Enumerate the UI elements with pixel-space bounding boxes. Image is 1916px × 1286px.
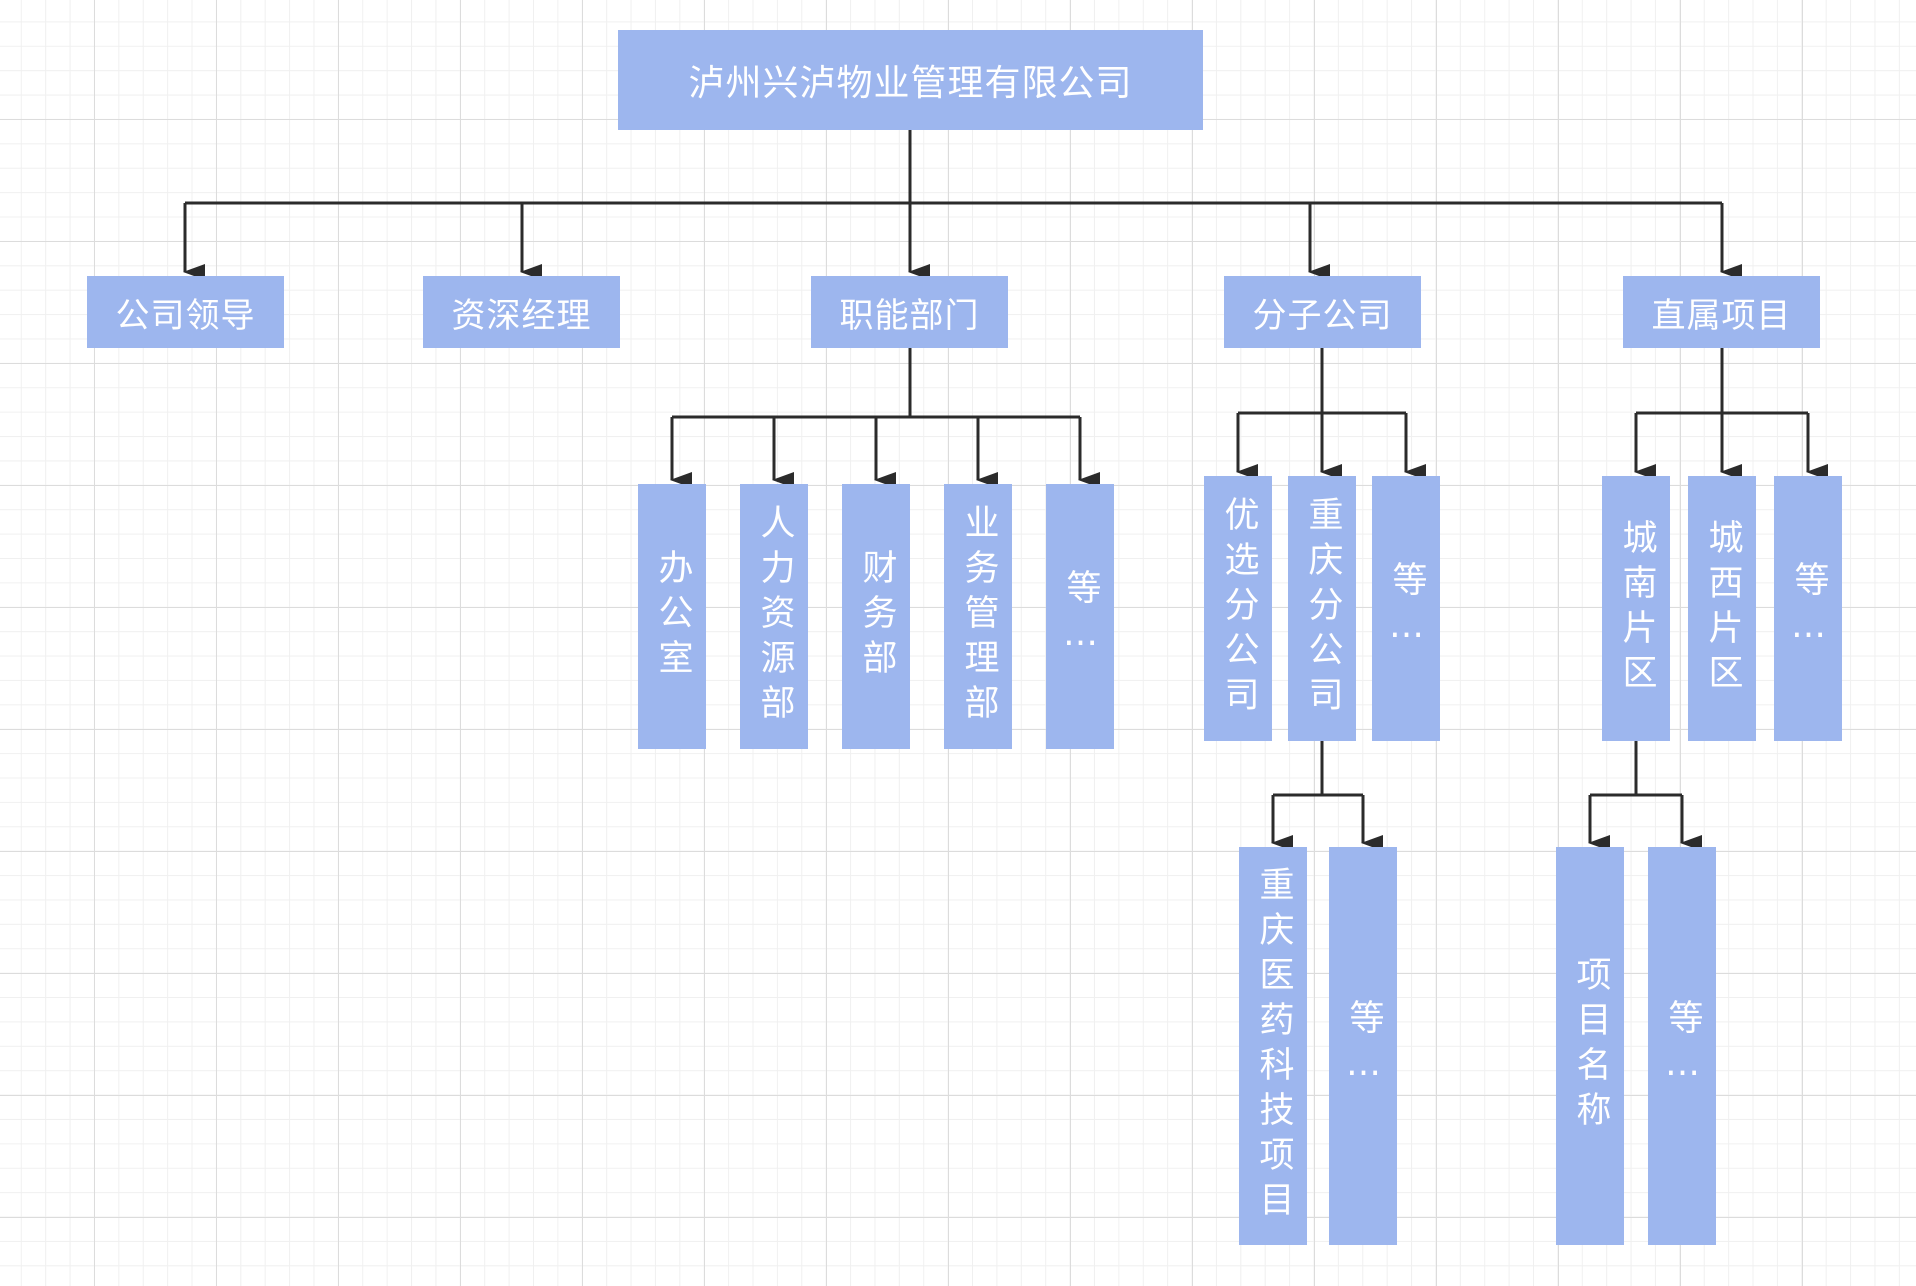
node-leaders-label: 公司领导 [115, 295, 256, 336]
node-project-etc[interactable]: 等… [1648, 847, 1716, 1245]
node-subsidiaries[interactable]: 分子公司 [1224, 276, 1421, 348]
node-hr[interactable]: 人力资源部 [740, 484, 808, 749]
node-finance[interactable]: 财务部 [842, 484, 910, 749]
node-chengnan-area-label: 城南片区 [1616, 518, 1657, 699]
node-chengxi-area-label: 城西片区 [1702, 518, 1743, 699]
node-chongqing-etc[interactable]: 等… [1329, 847, 1397, 1245]
node-project-name-label: 项目名称 [1570, 956, 1611, 1136]
node-project-name[interactable]: 项目名称 [1556, 847, 1624, 1245]
node-departments[interactable]: 职能部门 [811, 276, 1008, 348]
node-leaders[interactable]: 公司领导 [87, 276, 284, 348]
node-business-management-label: 业务管理部 [958, 504, 999, 729]
node-chengxi-area[interactable]: 城西片区 [1688, 476, 1756, 741]
node-business-management[interactable]: 业务管理部 [944, 484, 1012, 749]
node-finance-label: 财务部 [856, 549, 897, 684]
node-projects-label: 直属项目 [1651, 295, 1792, 336]
node-areas-etc-label: 等… [1788, 561, 1829, 656]
node-chongqing-branch-label: 重庆分公司 [1302, 496, 1343, 721]
node-chongqing-branch[interactable]: 重庆分公司 [1288, 476, 1356, 741]
node-managers[interactable]: 资深经理 [423, 276, 620, 348]
node-youxuan-branch-label: 优选分公司 [1218, 496, 1259, 721]
node-project-etc-label: 等… [1662, 998, 1703, 1094]
node-subsidiaries-etc-label: 等… [1386, 561, 1427, 656]
node-chongqing-pharma-project[interactable]: 重庆医药科技项目 [1239, 847, 1307, 1245]
node-departments-etc-label: 等… [1060, 569, 1101, 664]
node-subsidiaries-label: 分子公司 [1252, 295, 1393, 336]
node-departments-etc[interactable]: 等… [1046, 484, 1114, 749]
node-chongqing-pharma-project-label: 重庆医药科技项目 [1253, 866, 1294, 1226]
node-chengnan-area[interactable]: 城南片区 [1602, 476, 1670, 741]
node-office[interactable]: 办公室 [638, 484, 706, 749]
node-managers-label: 资深经理 [451, 295, 592, 336]
node-departments-label: 职能部门 [839, 295, 980, 336]
node-chongqing-etc-label: 等… [1343, 998, 1384, 1094]
root-node[interactable]: 泸州兴泸物业管理有限公司 [618, 30, 1203, 130]
node-areas-etc[interactable]: 等… [1774, 476, 1842, 741]
node-projects[interactable]: 直属项目 [1623, 276, 1820, 348]
node-hr-label: 人力资源部 [754, 504, 795, 729]
node-youxuan-branch[interactable]: 优选分公司 [1204, 476, 1272, 741]
node-office-label: 办公室 [652, 549, 693, 684]
root-label: 泸州兴泸物业管理有限公司 [688, 63, 1133, 104]
node-subsidiaries-etc[interactable]: 等… [1372, 476, 1440, 741]
